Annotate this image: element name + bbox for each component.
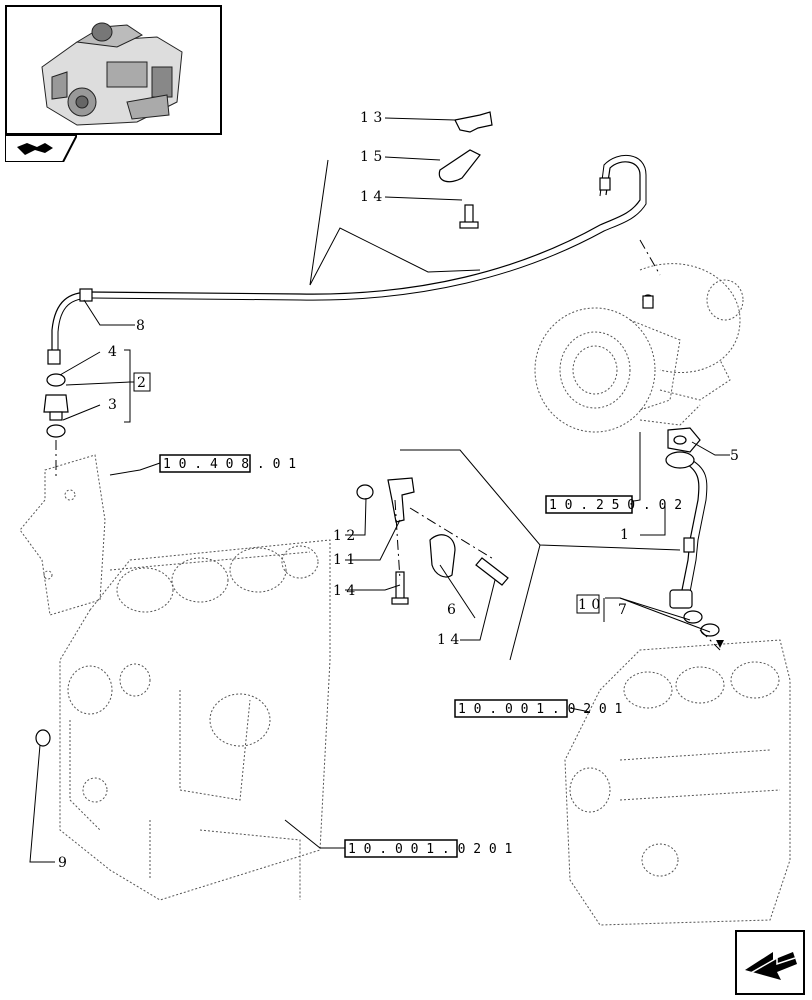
reference-10-408-01: 1 0 . 4 0 8 . 0 1 — [163, 457, 296, 472]
callout-14-b: 1 4 — [333, 583, 355, 599]
engine-block-right — [564, 639, 791, 926]
callout-12: 1 2 — [333, 528, 355, 544]
section-tab — [4, 134, 79, 163]
turbo-gasket — [667, 427, 701, 453]
fitting-parts-left — [35, 373, 69, 747]
next-page-arrow-icon — [735, 930, 805, 995]
callout-11: 1 1 — [333, 552, 355, 568]
callout-15: 1 5 — [360, 149, 382, 165]
reference-box-10-408-01: 1 0 . 4 0 8 . 0 1 — [159, 454, 296, 473]
reference-box-10-001-02-01-bottom: 1 0 . 0 0 1 . 0 2 0 1 — [344, 839, 512, 858]
callout-13: 1 3 — [360, 110, 382, 126]
oil-feed-pipe — [47, 154, 647, 365]
callout-labels: 1 3 1 5 1 4 8 4 2 3 5 1 1 2 1 1 1 4 6 1 … — [58, 110, 739, 871]
next-page-button[interactable] — [735, 930, 805, 995]
reference-10-001-02-01-right: 1 0 . 0 0 1 . 0 2 0 1 — [458, 702, 622, 717]
callout-8: 8 — [136, 318, 145, 334]
leader-lines — [29, 117, 730, 863]
turbocharger — [534, 263, 744, 433]
engine-block-left — [59, 539, 331, 901]
callout-4: 4 — [108, 344, 117, 360]
callout-6: 6 — [447, 602, 456, 618]
callout-2-box: 2 — [133, 372, 151, 392]
callout-14-c: 1 4 — [437, 632, 459, 648]
callout-5: 5 — [730, 448, 739, 464]
callout-7: 7 — [618, 602, 627, 618]
center-lines — [55, 239, 724, 651]
engine-overview-thumbnail — [5, 5, 222, 135]
callout-10-box: 1 0 — [576, 594, 600, 614]
callout-2: 2 — [137, 375, 146, 391]
reference-box-10-250-02: 1 0 . 2 5 0 . 0 2 — [545, 495, 682, 514]
callout-3: 3 — [108, 397, 117, 413]
reference-10-001-02-01-bottom: 1 0 . 0 0 1 . 0 2 0 1 — [348, 842, 512, 857]
callout-9: 9 — [58, 855, 67, 871]
callout-1: 1 — [620, 527, 629, 543]
cross-section-icon — [4, 134, 79, 163]
reference-10-250-02: 1 0 . 2 5 0 . 0 2 — [549, 498, 682, 513]
reference-labels: 1 0 . 4 0 8 . 0 1 1 0 . 2 5 0 . 0 2 1 0 … — [159, 454, 682, 858]
clamp-parts-center — [356, 111, 509, 605]
callout-10: 1 0 — [578, 597, 600, 613]
oil-return-pipe — [665, 451, 720, 637]
engine-thumbnail-icon — [41, 22, 183, 126]
reference-box-10-001-02-01-right: 1 0 . 0 0 1 . 0 2 0 1 — [454, 699, 622, 718]
timing-cover-plate — [19, 454, 106, 616]
callout-14: 1 4 — [360, 189, 382, 205]
